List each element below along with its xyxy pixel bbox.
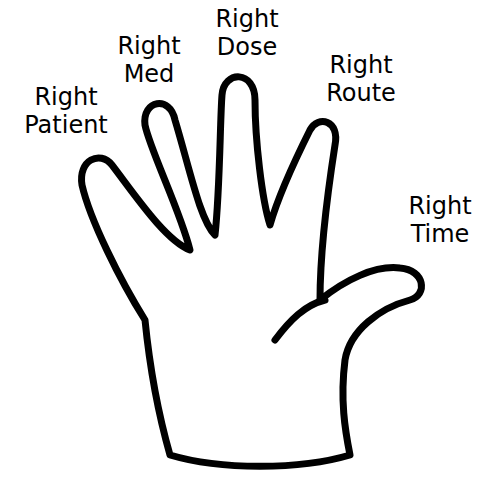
thumb-crease [275,300,325,340]
finger-label: Right Route [326,52,396,107]
finger-label: Right Dose [215,6,278,61]
hand-outline-path [82,77,422,466]
finger-label: Right Med [117,33,180,88]
finger-label: Right Patient [24,84,108,139]
finger-label: Right Time [408,193,471,248]
